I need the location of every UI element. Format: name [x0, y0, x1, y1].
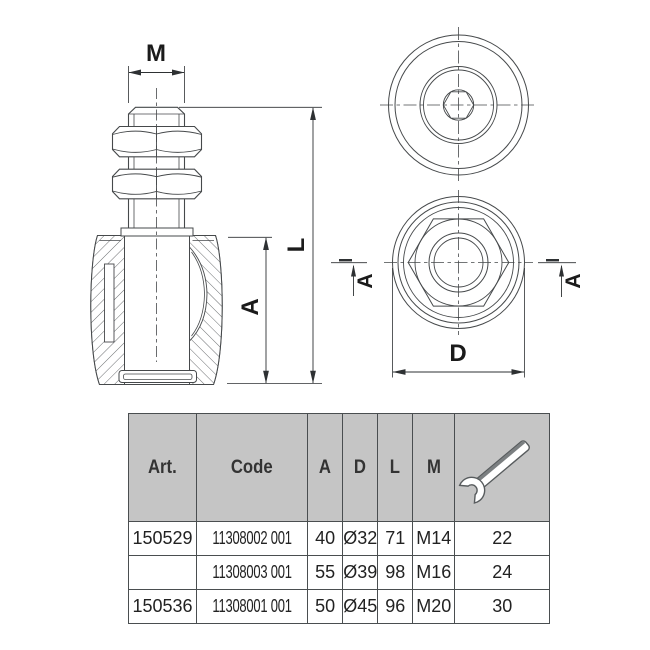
- top-view: [380, 27, 537, 183]
- front-view: [384, 190, 533, 335]
- table-row: 11308003 001 55 Ø39 98 M16 24: [128, 555, 551, 590]
- label-height-a-side: A: [237, 298, 264, 316]
- cell-l: 71: [377, 521, 414, 556]
- sleeve-flange: [120, 227, 194, 237]
- label-diameter-d: D: [449, 340, 467, 367]
- hex-nut-lower: [111, 168, 203, 200]
- table-row: 150536 11308001 001 50 Ø45 96 M20 30: [128, 589, 551, 624]
- table-header-row: Art. Code A D L M: [128, 413, 551, 522]
- header-d: D: [342, 413, 379, 522]
- cell-a: 55: [307, 555, 344, 590]
- cell-code: 11308002 001: [195, 521, 309, 556]
- dimension-l: [179, 106, 322, 384]
- cell-a: 40: [307, 521, 344, 556]
- cell-d: Ø39: [342, 555, 379, 590]
- hex-nut-upper: [111, 125, 203, 158]
- label-thread-m: M: [146, 40, 166, 67]
- ball-socket-curve: [189, 245, 208, 343]
- cell-m: M20: [412, 589, 456, 624]
- cell-m: M14: [412, 521, 456, 556]
- side-section-view: [90, 88, 223, 386]
- bottom-washer: [118, 370, 197, 383]
- header-l: L: [377, 413, 414, 522]
- label-height-a-front-left: A: [354, 273, 377, 289]
- spec-table: Art. Code A D L M 150529 11308002 001 40…: [128, 413, 551, 624]
- cell-wrench-size: 24: [454, 555, 551, 590]
- cell-m: M16: [412, 555, 456, 590]
- cell-art: 150536: [128, 589, 197, 624]
- header-m: M: [412, 413, 456, 522]
- header-code: Code: [195, 413, 309, 522]
- dimension-a-front-left: [331, 259, 367, 296]
- label-length-l: L: [283, 237, 310, 253]
- cell-art: [128, 555, 197, 590]
- dimension-a-front-right: [538, 259, 576, 297]
- cell-a: 50: [307, 589, 344, 624]
- cell-wrench-size: 22: [454, 521, 551, 556]
- cell-d: Ø32: [342, 521, 379, 556]
- cell-code: 11308003 001: [195, 555, 309, 590]
- dimension-m: [128, 66, 185, 103]
- wrench-icon: [458, 440, 531, 504]
- header-wrench: [454, 413, 551, 522]
- cell-l: 96: [377, 589, 414, 624]
- label-height-a-front-right: A: [562, 273, 585, 289]
- hex-socket: [442, 91, 475, 119]
- table-row: 150529 11308002 001 40 Ø32 71 M14 22: [128, 521, 551, 556]
- header-art: Art.: [128, 413, 197, 522]
- header-a: A: [307, 413, 344, 522]
- cell-d: Ø45: [342, 589, 379, 624]
- bushing-section: [90, 227, 223, 386]
- dimension-d: [392, 268, 525, 378]
- cell-art: 150529: [128, 521, 197, 556]
- retainer-step: [104, 263, 115, 343]
- inner-sleeve: [124, 235, 190, 371]
- cell-wrench-size: 30: [454, 589, 551, 624]
- cell-l: 98: [377, 555, 414, 590]
- cell-code: 11308001 001: [195, 589, 309, 624]
- dimension-a-side: [228, 236, 272, 384]
